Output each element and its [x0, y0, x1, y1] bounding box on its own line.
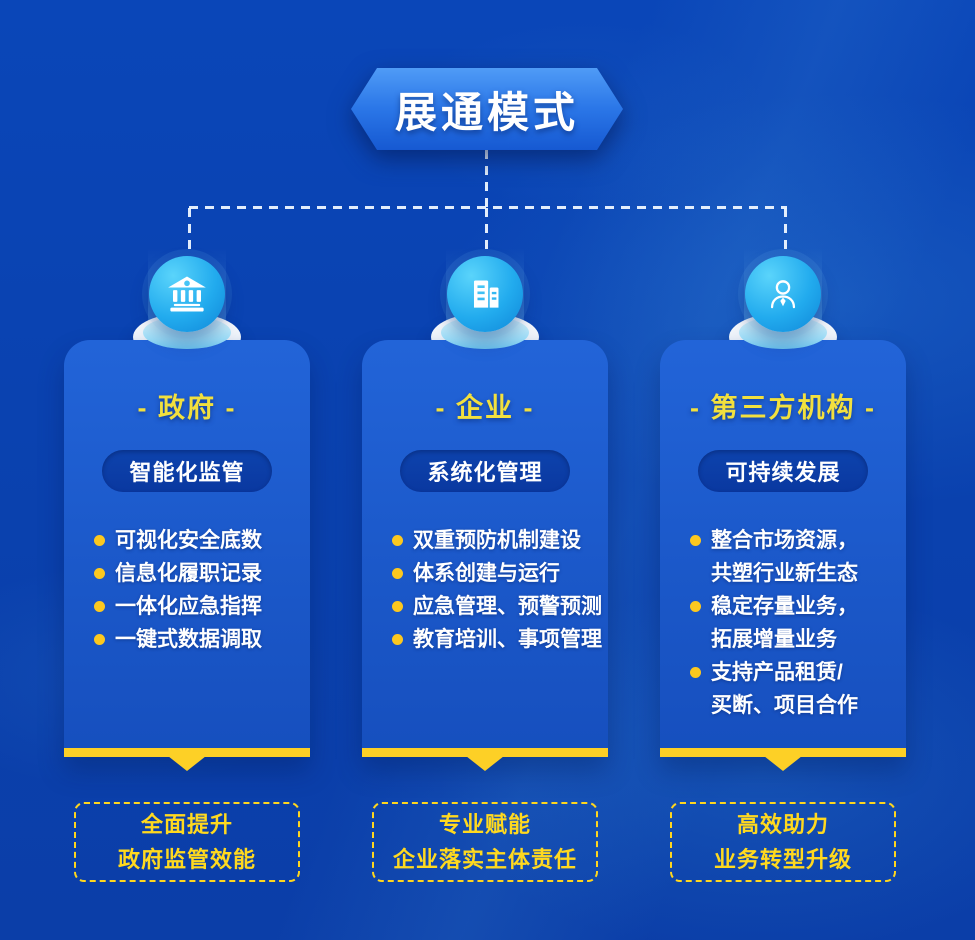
bullet-item: 信息化履职记录 — [94, 557, 310, 590]
footer-text: 专业赋能 企业落实主体责任 — [392, 812, 577, 872]
bullet-dot-icon — [94, 535, 105, 546]
bullet-item: 一键式数据调取 — [94, 623, 310, 656]
bullet-text: 应急管理、预警预测 — [413, 595, 602, 618]
down-arrow-icon — [168, 756, 206, 771]
bullet-dot-icon — [690, 601, 701, 612]
connector-crossbar — [189, 206, 787, 209]
bullet-item: 应急管理、预警预测 — [392, 590, 608, 623]
footer-box: 专业赋能 企业落实主体责任 — [372, 802, 598, 882]
bullet-text: 教育培训、事项管理 — [413, 628, 602, 651]
card-third-party: - 第三方机构 - 可持续发展 整合市场资源， 共塑行业新生态 稳定存量业务， … — [660, 340, 906, 771]
bullet-item: 双重预防机制建设 — [392, 524, 608, 557]
title-banner-shape: 展通模式 — [351, 68, 623, 150]
footer-box: 全面提升 政府监管效能 — [74, 802, 300, 882]
category-pill: 可持续发展 — [698, 450, 868, 492]
bullet-dot-icon — [392, 535, 403, 546]
column-heading: - 企业 - — [435, 393, 535, 423]
connector-stem — [485, 150, 488, 208]
connector-drop-government — [188, 208, 191, 256]
bullet-text: 稳定存量业务， 拓展增量业务 — [711, 595, 858, 651]
bullet-dot-icon — [94, 568, 105, 579]
bullet-dot-icon — [392, 601, 403, 612]
bullet-dot-icon — [94, 601, 105, 612]
column-third-party: - 第三方机构 - 可持续发展 整合市场资源， 共塑行业新生态 稳定存量业务， … — [660, 0, 906, 940]
pill-label: 可持续发展 — [725, 460, 841, 485]
card-government: - 政府 - 智能化监管 可视化安全底数 信息化履职记录 一体化应急指挥 一键式… — [64, 340, 310, 771]
bank-icon — [149, 256, 225, 332]
bullet-dot-icon — [94, 634, 105, 645]
bullet-text: 整合市场资源， 共塑行业新生态 — [711, 529, 858, 585]
bullet-text: 信息化履职记录 — [115, 562, 262, 585]
connector-drop-enterprise — [485, 208, 488, 256]
buildings-icon — [447, 256, 523, 332]
bullet-dot-icon — [392, 568, 403, 579]
title-banner: 展通模式 — [351, 68, 623, 150]
card-accent-bar — [362, 748, 608, 757]
bullet-item: 稳定存量业务， 拓展增量业务 — [690, 590, 906, 656]
bullet-list: 可视化安全底数 信息化履职记录 一体化应急指挥 一键式数据调取 — [64, 524, 310, 656]
bullet-dot-icon — [392, 634, 403, 645]
pill-label: 智能化监管 — [129, 460, 245, 485]
bullet-text: 一体化应急指挥 — [115, 595, 262, 618]
card-enterprise: - 企业 - 系统化管理 双重预防机制建设 体系创建与运行 应急管理、预警预测 … — [362, 340, 608, 771]
bullet-item: 支持产品租赁/ 买断、项目合作 — [690, 656, 906, 722]
category-pill: 系统化管理 — [400, 450, 570, 492]
column-heading: - 第三方机构 - — [690, 393, 876, 423]
person-icon — [745, 256, 821, 332]
bullet-item: 整合市场资源， 共塑行业新生态 — [690, 524, 906, 590]
bullet-text: 支持产品租赁/ 买断、项目合作 — [711, 661, 858, 717]
bullet-text: 可视化安全底数 — [115, 529, 262, 552]
down-arrow-icon — [764, 756, 802, 771]
connector-drop-third-party — [784, 208, 787, 256]
pill-label: 系统化管理 — [427, 460, 543, 485]
column-government: - 政府 - 智能化监管 可视化安全底数 信息化履职记录 一体化应急指挥 一键式… — [64, 0, 310, 940]
bullet-list: 整合市场资源， 共塑行业新生态 稳定存量业务， 拓展增量业务 支持产品租赁/ 买… — [660, 524, 906, 722]
footer-text: 高效助力 业务转型升级 — [713, 812, 852, 872]
bullet-item: 教育培训、事项管理 — [392, 623, 608, 656]
page-title: 展通模式 — [394, 88, 579, 136]
bullet-item: 一体化应急指挥 — [94, 590, 310, 623]
category-pill: 智能化监管 — [102, 450, 272, 492]
down-arrow-icon — [466, 756, 504, 771]
bullet-list: 双重预防机制建设 体系创建与运行 应急管理、预警预测 教育培训、事项管理 — [362, 524, 608, 656]
bullet-dot-icon — [690, 535, 701, 546]
bullet-text: 一键式数据调取 — [115, 628, 262, 651]
footer-text: 全面提升 政府监管效能 — [117, 812, 256, 872]
bullet-dot-icon — [690, 667, 701, 678]
bullet-text: 体系创建与运行 — [413, 562, 560, 585]
bullet-text: 双重预防机制建设 — [413, 529, 581, 552]
footer-box: 高效助力 业务转型升级 — [670, 802, 896, 882]
column-enterprise: - 企业 - 系统化管理 双重预防机制建设 体系创建与运行 应急管理、预警预测 … — [362, 0, 608, 940]
bullet-item: 可视化安全底数 — [94, 524, 310, 557]
column-heading: - 政府 - — [137, 393, 237, 423]
bullet-item: 体系创建与运行 — [392, 557, 608, 590]
card-accent-bar — [660, 748, 906, 757]
card-accent-bar — [64, 748, 310, 757]
